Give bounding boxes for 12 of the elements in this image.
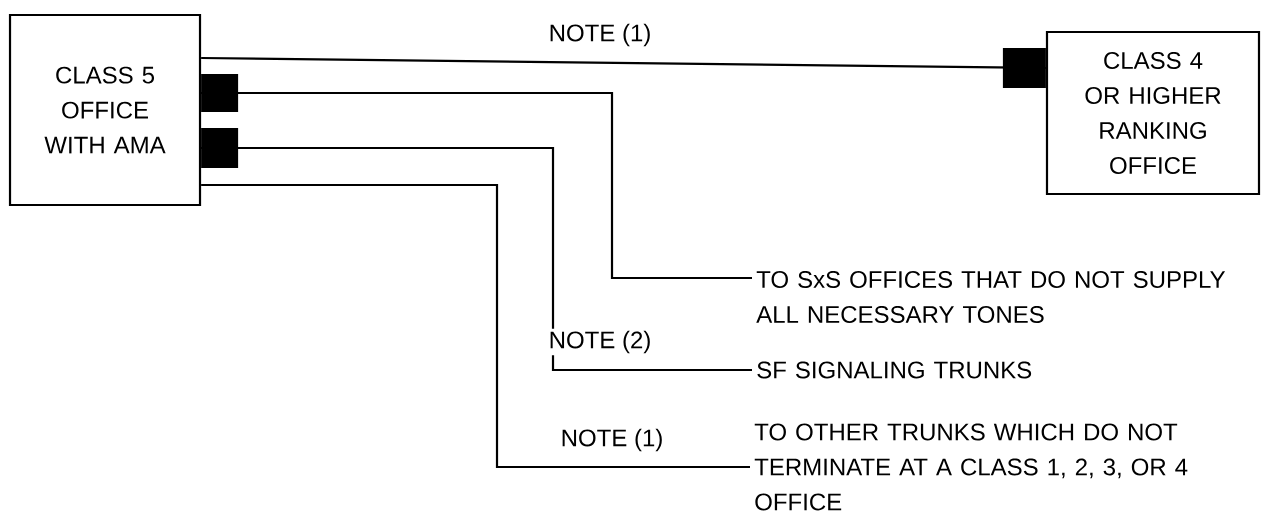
edge-label: NOTE (1) [558,426,666,454]
trunk-line [201,183,750,469]
trunk-label: SF SIGNALING TRUNKS [757,361,1032,379]
trunk-line [201,74,752,280]
trunk-label: TO SxS OFFICES THAT DO NOT SUPPLY ALL NECESSARY TONES [756,271,1226,323]
office-box: CLASS 4 OR HIGHER RANKING OFFICE [1045,30,1261,196]
trunk-line [201,128,752,372]
edge-label: NOTE (2) [546,328,654,356]
edge-label: NOTE (1) [546,21,654,49]
trunk-label: TO OTHER TRUNKS WHICH DO NOT TERMINATE AT A CLASS 1, 2, 3, OR 4 OFFICE [754,423,1188,511]
office-box: CLASS 5 OFFICE WITH AMA [8,13,202,207]
trunk-line [201,48,1046,88]
